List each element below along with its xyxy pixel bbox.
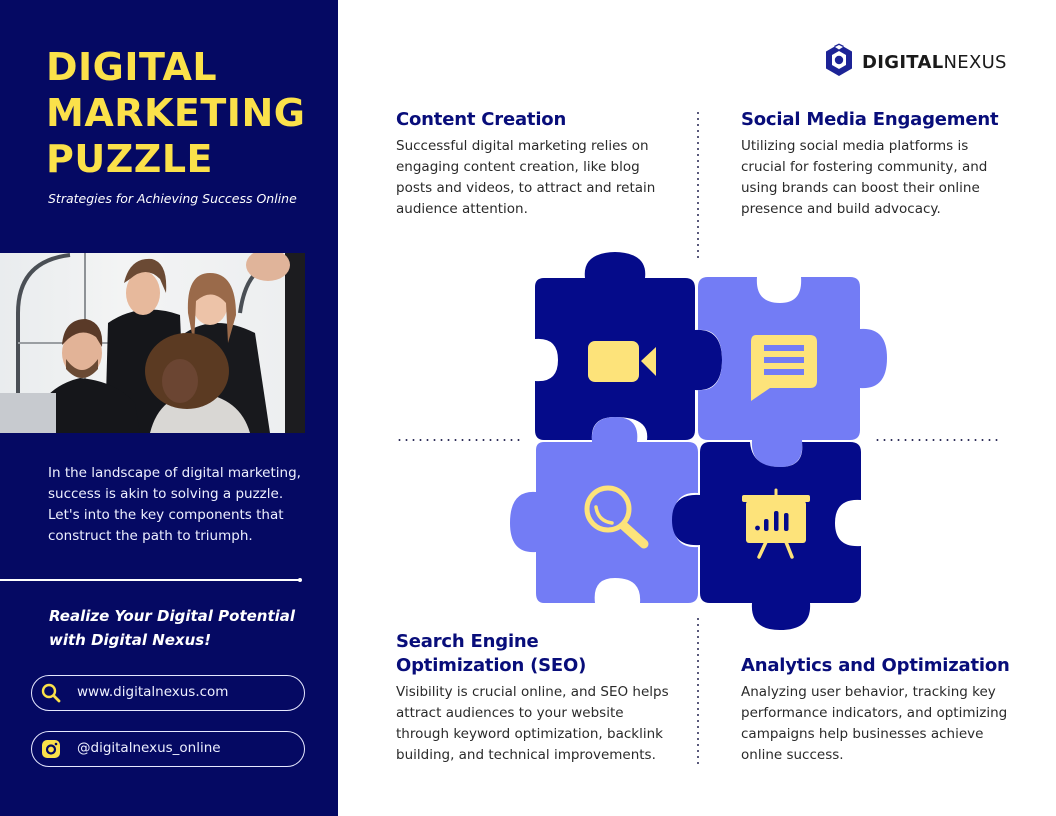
page-title: DIGITAL MARKETING PUZZLE xyxy=(46,44,305,182)
section-seo: Search Engine Optimization (SEO) Visibil… xyxy=(396,630,676,766)
cta-line-1: Realize Your Digital Potential xyxy=(49,607,296,625)
section-title: Content Creation xyxy=(396,109,567,130)
title-line-2: MARKETING xyxy=(46,91,306,135)
section-body: Utilizing social media platforms is cruc… xyxy=(741,138,988,217)
team-photo xyxy=(0,253,305,433)
team-photo-illustration xyxy=(0,253,305,433)
title-line-1: DIGITAL xyxy=(46,45,218,89)
section-title: Search Engine Optimization (SEO) xyxy=(396,630,676,678)
sidebar: DIGITAL MARKETING PUZZLE Strategies for … xyxy=(0,0,338,816)
puzzle-piece-seo xyxy=(510,417,698,603)
section-body: Visibility is crucial online, and SEO he… xyxy=(396,684,669,763)
dotted-divider-left xyxy=(396,439,520,441)
section-content-creation: Content Creation Successful digital mark… xyxy=(396,108,676,220)
logo-text: DIGITALNEXUS xyxy=(862,52,1007,73)
logo-text-light: NEXUS xyxy=(943,51,1007,73)
subtitle: Strategies for Achieving Success Online xyxy=(48,191,297,206)
instagram-handle: @digitalnexus_online xyxy=(77,740,221,756)
section-title-line-1: Search Engine xyxy=(396,631,539,652)
section-social-media: Social Media Engagement Utilizing social… xyxy=(741,108,1016,220)
section-body: Analyzing user behavior, tracking key pe… xyxy=(741,684,1008,763)
logo-text-bold: DIGITAL xyxy=(862,51,944,73)
chat-message-icon xyxy=(751,335,817,401)
instagram-link[interactable]: @digitalnexus_online xyxy=(31,731,305,767)
website-url: www.digitalnexus.com xyxy=(77,684,229,700)
divider xyxy=(0,577,302,581)
dotted-divider-top xyxy=(697,110,699,260)
brand-logo: DIGITALNEXUS xyxy=(824,43,1007,81)
section-title-line-2: Optimization (SEO) xyxy=(396,655,587,676)
title-line-3: PUZZLE xyxy=(46,137,213,181)
intro-text: In the landscape of digital marketing, s… xyxy=(48,465,301,544)
dotted-divider-bottom xyxy=(697,616,699,766)
instagram-icon xyxy=(40,738,62,760)
search-icon xyxy=(40,682,62,704)
hexagon-cube-icon xyxy=(824,43,854,81)
magnifier-icon xyxy=(584,485,649,549)
cta-text: Realize Your Digital Potential with Digi… xyxy=(49,604,319,652)
cta-line-2: with Digital Nexus! xyxy=(49,631,212,649)
presentation-chart-icon xyxy=(742,488,810,559)
website-link[interactable]: www.digitalnexus.com xyxy=(31,675,305,711)
section-title: Analytics and Optimization xyxy=(741,655,1010,676)
video-camera-icon xyxy=(588,341,656,382)
section-analytics: Analytics and Optimization Analyzing use… xyxy=(741,654,1016,766)
puzzle-graphic xyxy=(500,245,900,635)
section-body: Successful digital marketing relies on e… xyxy=(396,138,656,217)
dotted-divider-right xyxy=(874,439,998,441)
section-title: Social Media Engagement xyxy=(741,109,999,130)
